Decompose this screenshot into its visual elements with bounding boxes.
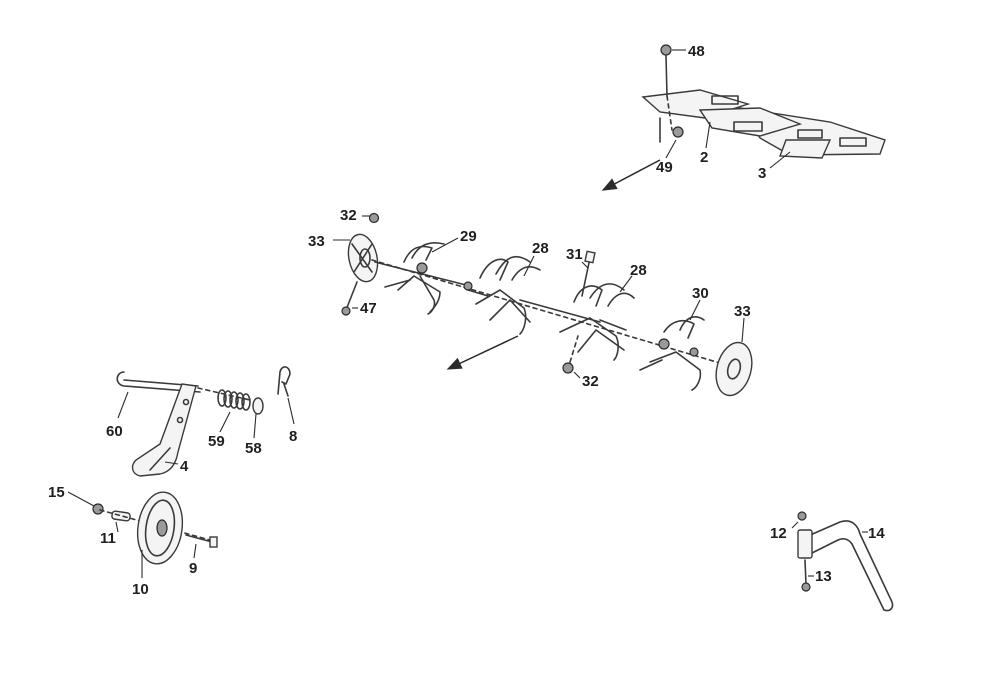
pin-31 bbox=[581, 257, 591, 297]
callout-12: 12 bbox=[770, 525, 787, 542]
callout-11: 11 bbox=[100, 530, 116, 547]
callout-28-right: 28 bbox=[630, 262, 647, 279]
rod-60 bbox=[116, 371, 201, 393]
disc-left-spoke-2 bbox=[353, 243, 373, 273]
callout-9: 9 bbox=[189, 560, 197, 577]
handle-assembly bbox=[797, 511, 894, 612]
depth-bar-4-hole-2 bbox=[176, 416, 184, 424]
wheel-assembly bbox=[92, 491, 218, 565]
tine-set-28-right bbox=[559, 283, 635, 361]
tow-bar-assembly bbox=[116, 366, 291, 477]
rod-60-axis bbox=[197, 387, 251, 401]
callout-33-right: 33 bbox=[734, 303, 751, 320]
callout-31: 31 bbox=[566, 246, 583, 263]
bolt-9-head bbox=[209, 536, 218, 548]
callout-33-left: 33 bbox=[308, 233, 325, 250]
callout-59: 59 bbox=[208, 433, 225, 450]
direction-arrow-middle bbox=[446, 335, 519, 370]
clamp-block-13 bbox=[797, 529, 813, 559]
shaft-tube-1 bbox=[374, 261, 471, 287]
bolt-48-head bbox=[660, 44, 672, 56]
callout-58: 58 bbox=[245, 440, 262, 457]
callout-28-left: 28 bbox=[532, 240, 549, 257]
callout-32-upper: 32 bbox=[340, 207, 357, 224]
tine-set-29 bbox=[384, 242, 445, 315]
tine-set-30 bbox=[639, 316, 705, 391]
depth-bar-4-hole-1 bbox=[182, 398, 190, 406]
callout-32-lower: 32 bbox=[582, 373, 599, 390]
washer-58 bbox=[252, 397, 264, 415]
tine-shaft-assembly bbox=[341, 212, 753, 397]
r-clip-8 bbox=[277, 366, 291, 395]
nut-32-upper bbox=[368, 212, 380, 224]
depth-bar-4-slot bbox=[149, 447, 171, 471]
side-disc-right bbox=[715, 341, 753, 397]
direction-arrow-top bbox=[601, 159, 661, 191]
side-disc-right-inner bbox=[726, 358, 742, 380]
callout-30: 30 bbox=[692, 285, 709, 302]
nut-49 bbox=[672, 126, 684, 138]
nut-15 bbox=[92, 503, 104, 515]
callout-10: 10 bbox=[132, 581, 149, 598]
callout-49: 49 bbox=[656, 159, 673, 176]
r-clip-8-leg bbox=[283, 383, 289, 397]
callout-13: 13 bbox=[815, 568, 832, 585]
leader-lines bbox=[67, 49, 868, 578]
shaft-axis bbox=[371, 259, 731, 367]
bolt-9 bbox=[185, 534, 213, 543]
disc-left-spoke-1 bbox=[351, 243, 373, 273]
bushing-11 bbox=[111, 510, 131, 522]
nut-32-lower-axis bbox=[569, 335, 579, 363]
tine-set-28-left bbox=[463, 255, 541, 335]
guard-slot-3 bbox=[797, 129, 823, 139]
depth-bar-4 bbox=[131, 383, 197, 477]
callout-15: 15 bbox=[48, 484, 65, 501]
nut-12 bbox=[797, 511, 807, 521]
guard-slot-2 bbox=[733, 121, 763, 132]
pin-31-head bbox=[584, 250, 596, 264]
pin-47-end bbox=[341, 306, 351, 316]
guard-slot-1 bbox=[711, 95, 739, 105]
wheel-10-tread bbox=[144, 499, 176, 557]
wheel-10-hub bbox=[156, 519, 168, 537]
side-disc-left-inner bbox=[359, 248, 371, 268]
callout-4: 4 bbox=[180, 458, 189, 475]
callout-3: 3 bbox=[758, 165, 766, 182]
guard-slot-4 bbox=[839, 137, 867, 147]
handle-14 bbox=[807, 520, 894, 612]
callout-2: 2 bbox=[700, 149, 708, 166]
callout-labels: 48 49 2 3 32 33 29 28 31 28 30 33 47 32 … bbox=[48, 43, 885, 598]
shield-assembly bbox=[641, 44, 886, 159]
bolt-13 bbox=[804, 559, 807, 585]
callout-60: 60 bbox=[106, 423, 123, 440]
callout-47: 47 bbox=[360, 300, 377, 317]
shaft-tube-2 bbox=[519, 299, 601, 323]
callout-8: 8 bbox=[289, 428, 297, 445]
bolt-13-head bbox=[801, 582, 811, 592]
callout-14: 14 bbox=[868, 525, 885, 542]
guard-plate-flap bbox=[779, 139, 832, 159]
bolt-48-shank bbox=[665, 55, 668, 97]
pin-47 bbox=[345, 281, 358, 311]
callout-29: 29 bbox=[460, 228, 477, 245]
nut-32-lower bbox=[562, 362, 574, 374]
spring-59 bbox=[217, 389, 251, 411]
callout-48: 48 bbox=[688, 43, 705, 60]
bolt-48-axis bbox=[666, 95, 673, 131]
